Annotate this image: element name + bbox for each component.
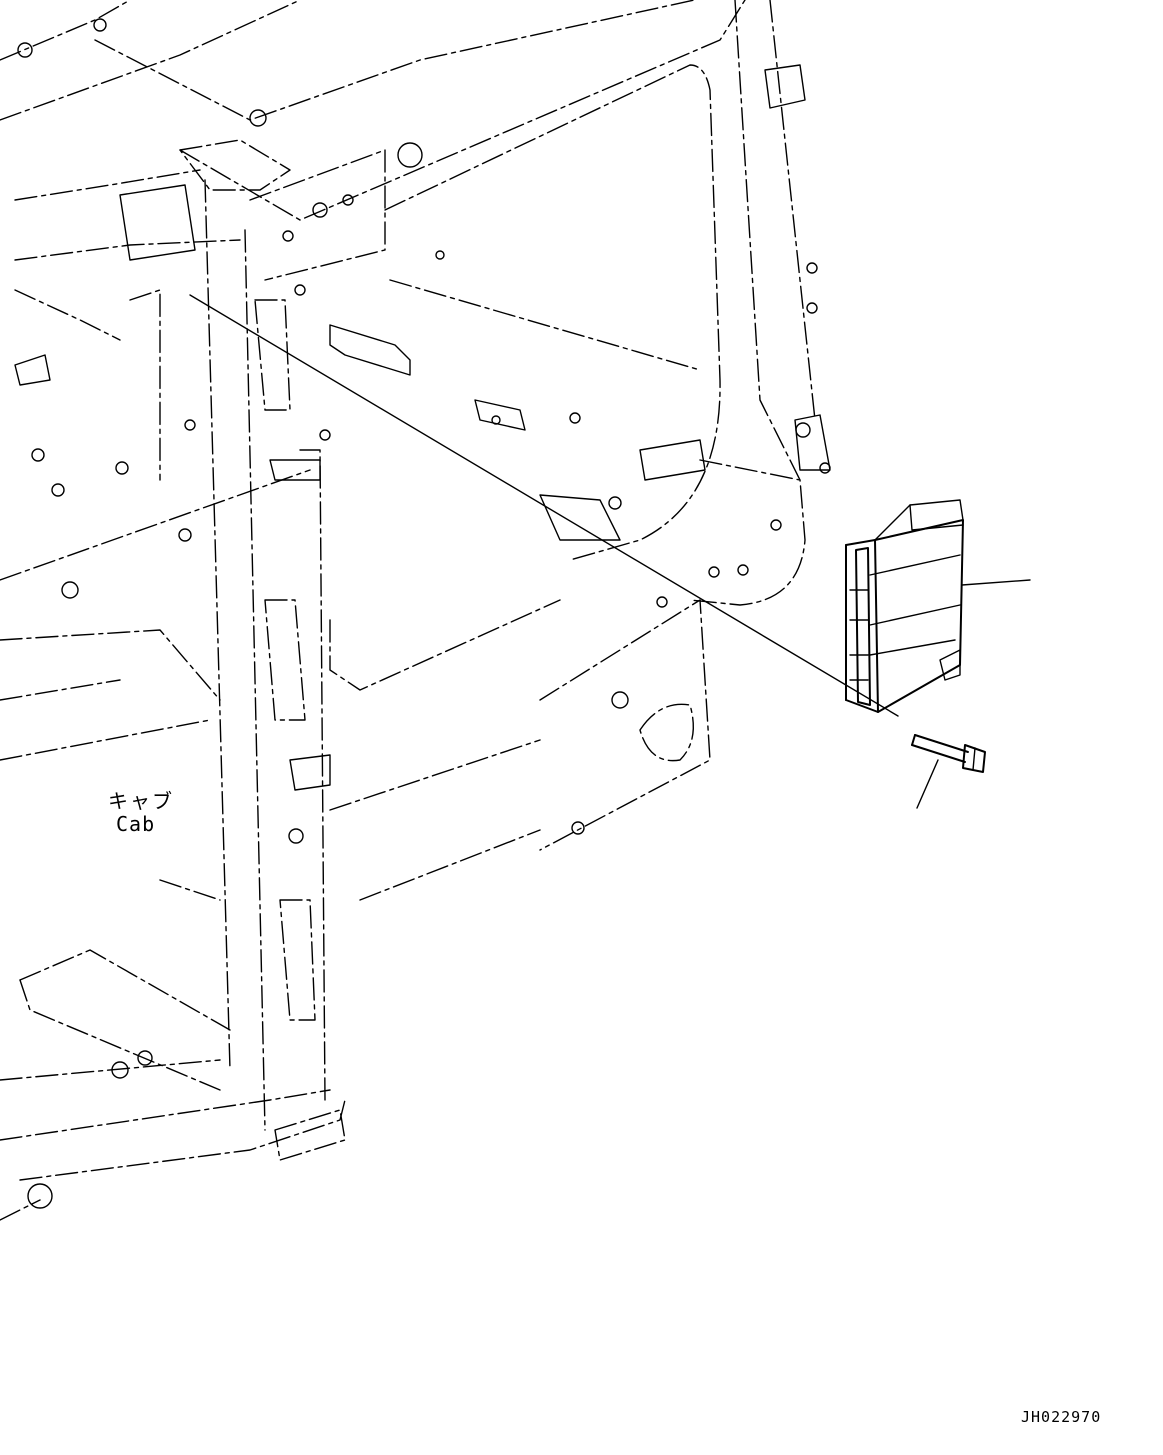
drawing-number: JH022970: [1021, 1408, 1102, 1426]
leader-lines: [189, 294, 1031, 809]
cab-pillar: [179, 139, 386, 1161]
brackets: [14, 64, 831, 791]
cab-label-japanese: キャブ: [108, 789, 174, 813]
controller-unit: [845, 499, 964, 713]
cab-label-english: Cab: [116, 812, 156, 836]
bolt: [911, 734, 986, 773]
cab-frame: [0, 0, 816, 1221]
bolt-holes: [17, 18, 831, 1209]
